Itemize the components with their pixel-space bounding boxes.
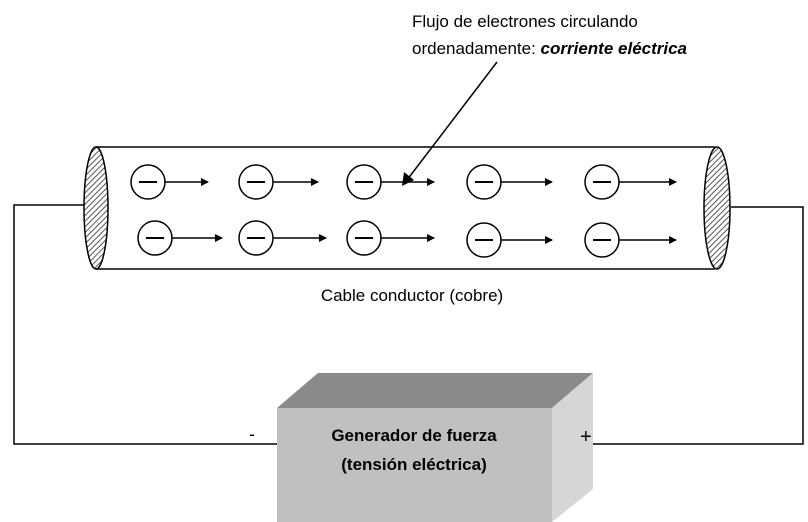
cable-label: Cable conductor (cobre) (321, 286, 503, 305)
electron (466, 164, 553, 200)
negative-terminal-label: - (249, 424, 255, 444)
wire-left (13, 204, 277, 445)
generator-side-face (552, 373, 593, 522)
electron (346, 220, 435, 256)
electron (137, 220, 223, 256)
annotation-line-1: Flujo de electrones circulando (412, 12, 638, 31)
positive-terminal-label: + (580, 426, 592, 448)
cable-left-cross-section (83, 146, 109, 270)
wire-right (552, 206, 804, 445)
electron (466, 222, 553, 258)
electron (584, 222, 677, 258)
pointer-arrow-line (406, 61, 498, 181)
annotation-emphasis: corriente eléctrica (541, 39, 687, 58)
generator-box (277, 373, 593, 522)
generator-label-line-1: Generador de fuerza (331, 426, 497, 445)
generator-top-face (277, 373, 593, 408)
cable-right-cross-section (703, 146, 731, 270)
copper-cable (83, 146, 731, 270)
electron (584, 164, 677, 200)
electron-row-2 (137, 220, 677, 258)
generator-label-line-2: (tensión eléctrica) (341, 455, 487, 474)
electron (238, 220, 327, 256)
electron (346, 164, 435, 200)
electron-row-1 (130, 164, 677, 200)
electron (238, 164, 319, 200)
electron (130, 164, 209, 200)
annotation-line-2: ordenadamente: corriente eléctrica (412, 39, 687, 58)
generator-front-face (277, 408, 552, 522)
annotation-prefix: ordenadamente: (412, 39, 541, 58)
